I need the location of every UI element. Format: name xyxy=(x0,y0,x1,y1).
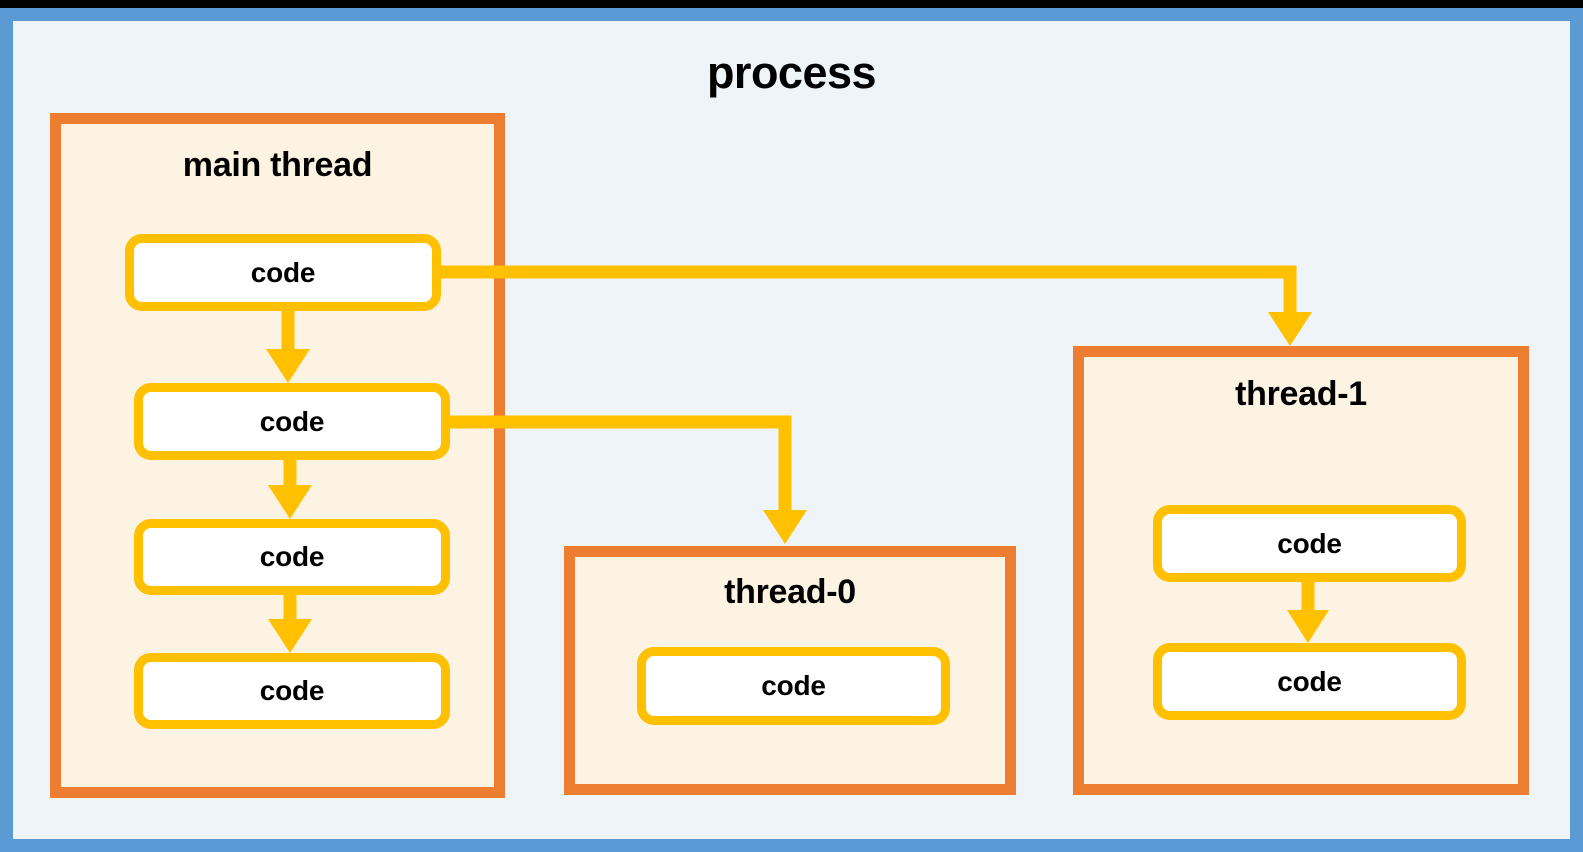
process-title: process xyxy=(706,47,877,98)
code-block-main-thread-0: code xyxy=(125,234,441,311)
thread-label-thread-1: thread-1 xyxy=(1235,375,1367,413)
code-block-main-thread-1: code xyxy=(134,383,450,460)
thread-label-main-thread: main thread xyxy=(182,146,373,184)
code-block-main-thread-3: code xyxy=(134,653,450,729)
code-block-thread-1-0: code xyxy=(1153,505,1466,582)
code-block-thread-1-1: code xyxy=(1153,643,1466,720)
thread-label-thread-0: thread-0 xyxy=(724,573,856,611)
code-block-thread-0-0: code xyxy=(637,647,950,725)
code-block-main-thread-2: code xyxy=(134,519,450,595)
